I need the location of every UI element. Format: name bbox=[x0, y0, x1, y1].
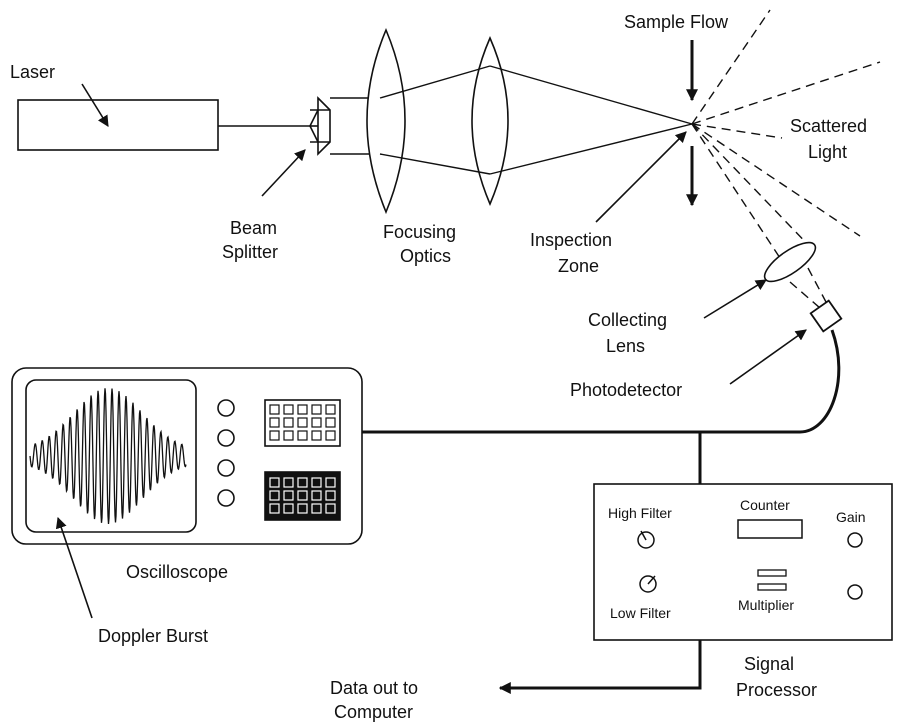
keypad-key bbox=[269, 404, 280, 415]
collecting-lens-label-1: Collecting bbox=[588, 310, 667, 330]
oscilloscope-knobs bbox=[217, 399, 235, 507]
multiplier-control-upper bbox=[757, 569, 787, 577]
focusing-optics-label-1: Focusing bbox=[383, 222, 456, 242]
collecting-lens-label-2: Lens bbox=[606, 336, 645, 356]
collecting-lens-pointer-arrow bbox=[703, 279, 767, 319]
photodetector-pointer-arrow bbox=[729, 329, 807, 385]
signal-processor bbox=[593, 483, 893, 641]
gain-label: Gain bbox=[836, 509, 866, 525]
keypad-key bbox=[297, 503, 308, 514]
photodetector-label: Photodetector bbox=[570, 380, 682, 400]
doppler-burst-pointer-arrow bbox=[55, 516, 93, 619]
keypad-key bbox=[311, 404, 322, 415]
keypad-key bbox=[325, 477, 336, 488]
focusing-lens-2 bbox=[471, 36, 509, 207]
keypad-key bbox=[311, 490, 322, 501]
keypad-key bbox=[269, 417, 280, 428]
beam-splitter-label-1: Beam bbox=[230, 218, 277, 238]
keypad-key bbox=[325, 430, 336, 441]
keypad-key bbox=[283, 503, 294, 514]
keypad-key bbox=[283, 417, 294, 428]
beam-splitter bbox=[309, 96, 331, 156]
counter-label: Counter bbox=[740, 497, 790, 513]
laser-pointer-arrow bbox=[81, 83, 109, 127]
keypad-key bbox=[311, 477, 322, 488]
keypad-dark-keys bbox=[269, 477, 336, 514]
scattered-light-rays bbox=[691, 9, 881, 309]
low-filter-label: Low Filter bbox=[610, 605, 671, 621]
signal-processor-label-2: Processor bbox=[736, 680, 817, 700]
multiplier-control-lower bbox=[757, 583, 787, 591]
keypad-key bbox=[297, 404, 308, 415]
laser-label: Laser bbox=[10, 62, 55, 82]
keypad-key bbox=[297, 477, 308, 488]
keypad-key bbox=[297, 417, 308, 428]
signal-processor-label-1: Signal bbox=[744, 654, 794, 674]
high-filter-label: High Filter bbox=[608, 505, 672, 521]
keypad-key bbox=[283, 477, 294, 488]
keypad-key bbox=[325, 417, 336, 428]
data-out-line bbox=[498, 640, 702, 694]
inspection-zone-label-1: Inspection bbox=[530, 230, 612, 250]
collecting-lens bbox=[763, 241, 817, 283]
signal-cable bbox=[362, 329, 841, 434]
oscilloscope-screen bbox=[25, 379, 197, 533]
photodetector bbox=[809, 299, 843, 333]
keypad-key bbox=[297, 490, 308, 501]
keypad-key bbox=[325, 404, 336, 415]
doppler-burst-waveform bbox=[29, 388, 187, 524]
multiplier-label: Multiplier bbox=[738, 597, 794, 613]
focusing-lens-1 bbox=[366, 27, 406, 215]
inspection-zone-pointer-arrow bbox=[595, 131, 687, 223]
keypad-key bbox=[269, 430, 280, 441]
sample-flow-label: Sample Flow bbox=[624, 12, 729, 32]
low-filter-knob bbox=[639, 575, 657, 593]
keypad-key bbox=[269, 503, 280, 514]
converging-beam-upper-b bbox=[489, 65, 693, 125]
beam-splitter-label-2: Splitter bbox=[222, 242, 278, 262]
keypad-key bbox=[325, 490, 336, 501]
keypad-key bbox=[269, 490, 280, 501]
laser-box bbox=[17, 99, 219, 151]
data-out-label-1: Data out to bbox=[330, 678, 418, 698]
converging-beam-upper-a bbox=[379, 65, 491, 99]
beam-splitter-pointer-arrow bbox=[261, 149, 306, 197]
data-out-label-2: Computer bbox=[334, 702, 413, 722]
keypad-key bbox=[311, 503, 322, 514]
converging-beam-lower-b bbox=[489, 123, 693, 175]
keypad-light-keys bbox=[269, 404, 336, 441]
gain-knob bbox=[847, 532, 863, 548]
keypad-key bbox=[297, 430, 308, 441]
scattered-light-label-1: Scattered bbox=[790, 116, 867, 136]
inspection-zone-label-2: Zone bbox=[558, 256, 599, 276]
keypad-key bbox=[269, 477, 280, 488]
keypad-key bbox=[325, 503, 336, 514]
converging-beam-lower-a bbox=[379, 153, 491, 175]
keypad-key bbox=[283, 430, 294, 441]
high-filter-knob bbox=[637, 530, 655, 549]
counter-display bbox=[737, 519, 803, 539]
keypad-key bbox=[311, 430, 322, 441]
keypad-key bbox=[311, 417, 322, 428]
focusing-optics-label-2: Optics bbox=[400, 246, 451, 266]
oscilloscope-label: Oscilloscope bbox=[126, 562, 228, 582]
scattered-light-label-2: Light bbox=[808, 142, 847, 162]
keypad-key bbox=[283, 404, 294, 415]
signal-processor-knob-2 bbox=[847, 584, 863, 600]
doppler-burst-label: Doppler Burst bbox=[98, 626, 208, 646]
keypad-key bbox=[283, 490, 294, 501]
